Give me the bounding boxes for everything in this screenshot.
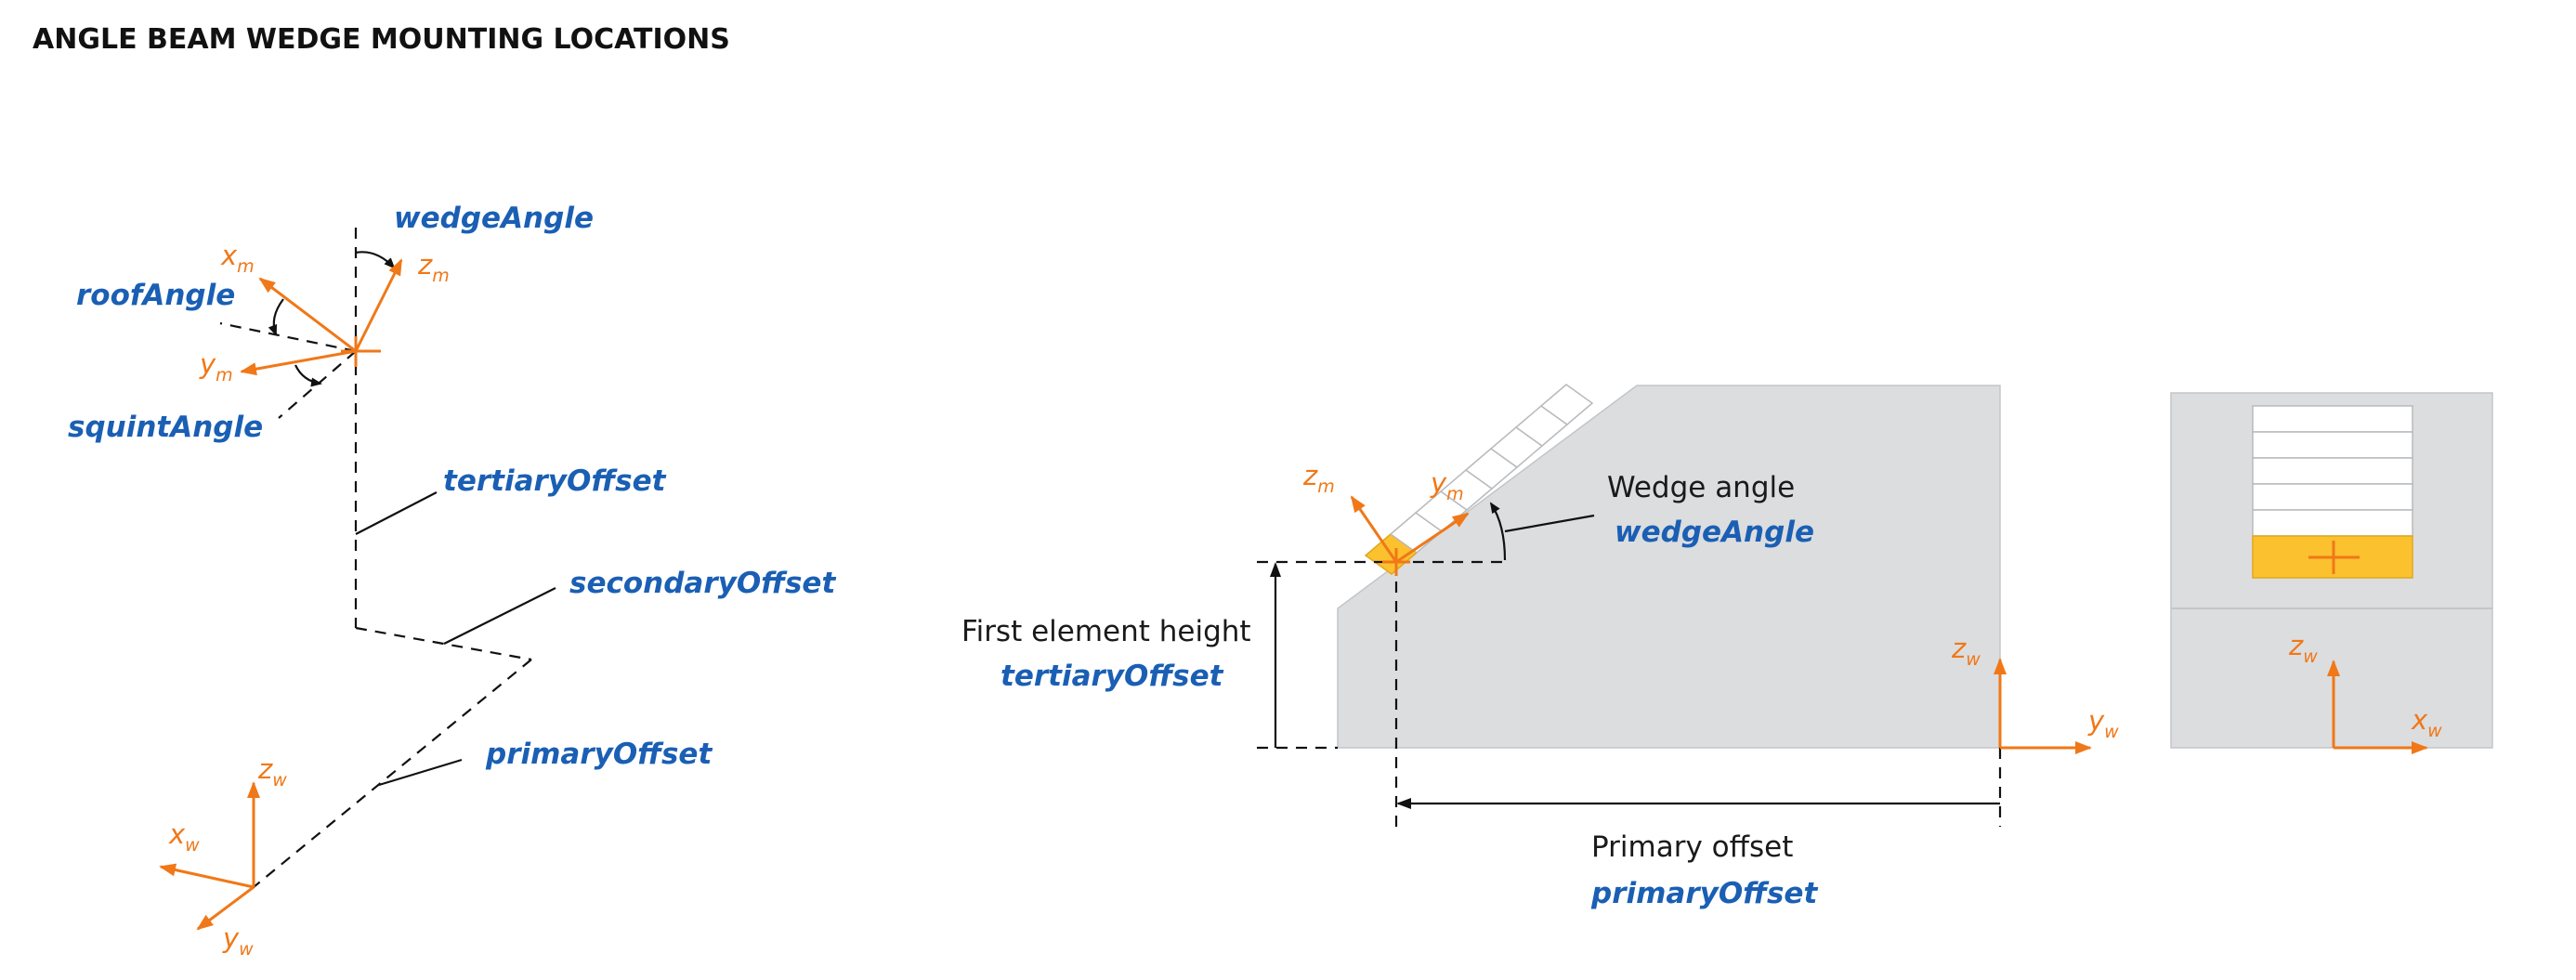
- array-element: [2252, 405, 2413, 433]
- side-zw-axis-label: zw: [1951, 633, 1981, 670]
- squint-angle-arc: [294, 364, 322, 387]
- yw-axis-label: yw: [222, 922, 254, 960]
- front-xw-axis-label: xw: [2411, 704, 2442, 741]
- zm-axis-arrow: [354, 258, 403, 352]
- side-zm-axis-label: zm: [1302, 460, 1335, 497]
- primary-offset-label: Primary offset: [1591, 830, 1793, 864]
- first-element-height-label: First element height: [961, 615, 1251, 648]
- wedge-front-view: zw xw: [2170, 392, 2493, 754]
- front-zw-axis-label: zw: [2288, 630, 2318, 667]
- front-element-cross: [2308, 541, 2360, 574]
- side-ym-axis-arrow: [1395, 512, 1470, 564]
- secondary-offset-line: [355, 626, 532, 661]
- side-yw-axis-label: yw: [2087, 705, 2119, 742]
- wedge-side-view: zm ym zw yw Wedge angle wedgeAngle First…: [961, 384, 2119, 910]
- array-elements-front: [2252, 405, 2413, 579]
- zw-axis-label: zw: [257, 753, 287, 791]
- wedge-angle-param-label: wedgeAngle: [394, 202, 594, 235]
- array-element: [1539, 384, 1594, 425]
- primary-offset-param: primaryOffset: [1590, 877, 1818, 910]
- wedge-angle-leader: [1504, 514, 1595, 533]
- xw-axis-arrow: [159, 863, 255, 889]
- tertiary-offset-param-label: tertiaryOffset: [443, 464, 667, 498]
- wedge-angle-label: Wedge angle: [1607, 471, 1795, 504]
- secondary-offset-leader: [443, 587, 556, 645]
- array-elements-side: [1364, 384, 1594, 575]
- zm-axis-label: zm: [417, 249, 450, 286]
- ym-axis-arrow: [240, 349, 357, 376]
- wedge-angle-param: wedgeAngle: [1615, 516, 1814, 549]
- squint-angle-param-label: squintAngle: [68, 411, 263, 444]
- primary-offset-leader: [378, 758, 463, 787]
- roof-angle-reference-line: [219, 321, 357, 353]
- yw-axis-arrow: [196, 885, 255, 931]
- first-element-height-param: tertiaryOffset: [1000, 660, 1224, 693]
- side-ym-axis-label: ym: [1430, 467, 1464, 504]
- wedge-angle-arc: [355, 251, 396, 269]
- mounting-chain-diagram: xm zm ym zw xw yw wedgeAngle roofAngle s…: [68, 202, 836, 960]
- page-title: ANGLE BEAM WEDGE MOUNTING LOCATIONS: [33, 23, 730, 56]
- xm-axis-label: xm: [220, 240, 255, 277]
- side-zm-axis-arrow: [1350, 495, 1398, 563]
- squint-angle-reference-line: [278, 350, 357, 419]
- ym-axis-label: ym: [199, 348, 233, 385]
- tertiary-offset-leader: [355, 491, 438, 535]
- primary-offset-param-label: primaryOffset: [485, 738, 713, 771]
- primary-offset-line: [253, 659, 532, 888]
- roof-angle-param-label: roofAngle: [76, 279, 235, 312]
- wedge-angle-arc-side: [1489, 502, 1507, 561]
- xm-axis-arrow: [258, 277, 357, 353]
- array-element: [2252, 483, 2413, 511]
- secondary-offset-param-label: secondaryOffset: [569, 567, 836, 600]
- xw-axis-label: xw: [168, 818, 200, 856]
- array-element: [2252, 431, 2413, 459]
- array-element: [2252, 509, 2413, 537]
- side-element-cross: [1382, 548, 1410, 576]
- wedge-block-side: [1337, 385, 2001, 749]
- array-element: [2252, 457, 2413, 485]
- roof-angle-arc: [268, 298, 284, 336]
